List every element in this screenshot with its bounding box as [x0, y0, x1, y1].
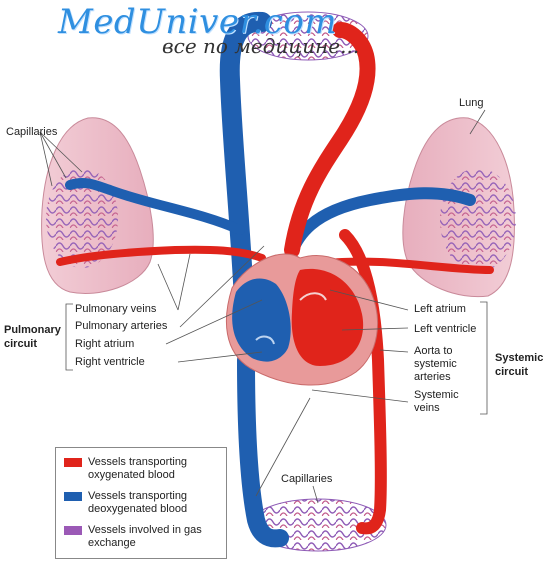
label-pulmonary-veins: Pulmonary veins: [75, 303, 157, 315]
legend-label-exchange: Vessels involved in gas exchange: [88, 524, 202, 549]
watermark-title: MedUniver.com: [58, 2, 338, 42]
legend-swatch-oxygenated: [64, 458, 82, 467]
heart: [226, 253, 378, 386]
right-heart-chambers: [232, 278, 291, 362]
watermark-subtitle: все по медицине...: [162, 34, 360, 58]
leader-lines: [39, 109, 488, 504]
legend: Vessels transporting oxygenated blood Ve…: [55, 447, 227, 559]
label-aorta-line1: Aorta to: [414, 345, 453, 357]
label-lung: Lung: [459, 97, 484, 109]
right-lung-capillary-bed: [440, 168, 516, 272]
label-aorta-line2: systemic: [414, 358, 457, 370]
legend-swatch-exchange: [64, 526, 82, 535]
label-systemic-veins-line1: Systemic: [414, 389, 459, 401]
legend-label-deoxygenated: Vessels transporting deoxygenated blood: [88, 490, 188, 515]
label-pulmonary-circuit-line1: Pulmonary: [4, 324, 61, 336]
label-systemic-circuit-line2: circuit: [495, 366, 529, 378]
oxygenated-vessels: [56, 22, 494, 535]
left-lung-capillary-bed: [46, 168, 118, 268]
label-left-ventricle: Left ventricle: [414, 323, 477, 335]
label-right-atrium: Right atrium: [75, 338, 135, 350]
legend-swatch-deoxygenated: [64, 492, 82, 501]
legend-label-oxygenated: Vessels transporting oxygenated blood: [88, 456, 188, 481]
label-right-ventricle: Right ventricle: [75, 356, 145, 368]
label-systemic-veins-line2: veins: [414, 402, 440, 414]
label-left-atrium: Left atrium: [414, 303, 466, 315]
label-capillaries-lungs: Capillaries: [6, 126, 58, 138]
label-pulmonary-arteries: Pulmonary arteries: [75, 320, 168, 332]
label-aorta-line3: arteries: [414, 371, 451, 383]
label-capillaries-body: Capillaries: [281, 473, 333, 485]
label-pulmonary-circuit-line2: circuit: [4, 338, 38, 350]
label-systemic-circuit-line1: Systemic: [495, 352, 544, 364]
